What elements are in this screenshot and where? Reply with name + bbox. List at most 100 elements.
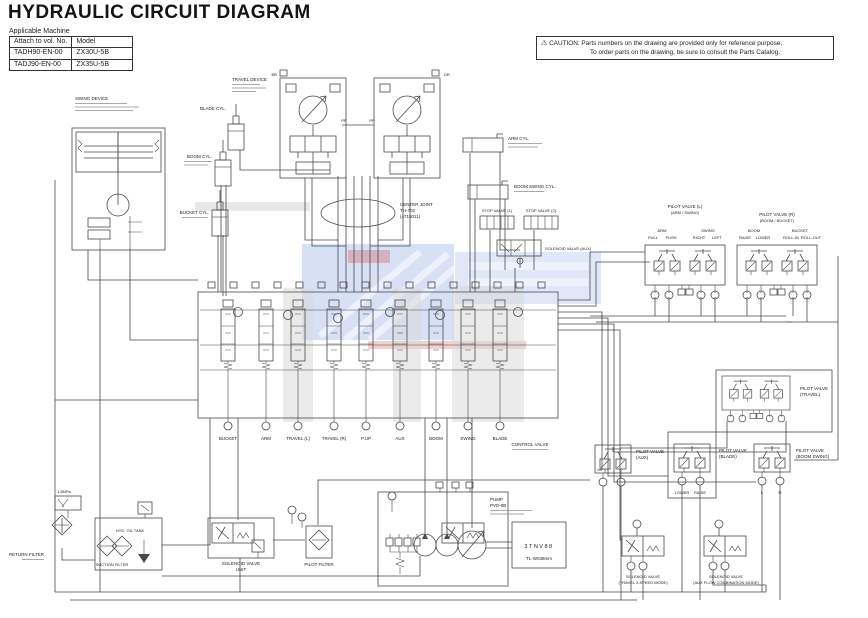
- pilot-valve-right-sub: (BOOM / BUCKET): [760, 218, 795, 223]
- arm-cylinder-label: ARM CYL.: [508, 136, 529, 141]
- spec-text-greeked: [508, 143, 542, 148]
- boom-swing-cylinder: BOOM SWING CYL.: [467, 180, 556, 200]
- blade-raise-label: RAISE: [694, 490, 706, 495]
- spec-text-greeked: [490, 510, 532, 515]
- caution-line1: Parts numbers on the drawing are provide…: [581, 40, 783, 47]
- travel-device-left: BR: [271, 69, 347, 179]
- blade-cylinder: BLADE CYL.: [200, 103, 245, 151]
- model-cell: ZX35U-5B: [71, 58, 134, 72]
- control-valve-label: CONTROL VALVE: [512, 442, 549, 447]
- direction-label: RAISE: [739, 235, 751, 240]
- air-breather-icon: [137, 501, 153, 518]
- pilot-filter: PILOT FILTER: [304, 525, 334, 567]
- page-title: HYDRAULIC CIRCUIT DIAGRAM: [8, 2, 311, 23]
- sv-aux-label: SOLENOID VALVE: [709, 574, 743, 579]
- engine-sub-label: TL-W038mm: [526, 556, 552, 561]
- direction-label: LOWER: [756, 235, 771, 240]
- section-label-blade: BLADE: [493, 436, 508, 441]
- solenoid-valve-aux-flow: SOLENOID VALVE (AUX FLOW COMBINATION MOD…: [693, 519, 760, 585]
- engine-box: 3TNV88 TL-W038mm: [511, 521, 567, 569]
- center-joint-label: CENTER JOINT: [400, 202, 433, 207]
- spec-text-greeked: [512, 449, 548, 450]
- blade-cylinder-label: BLADE CYL.: [200, 106, 226, 111]
- function-label-bucket: BUCKET: [792, 228, 809, 233]
- control-valve-pilot-caps: [233, 307, 523, 323]
- spec-text-greeked: [182, 217, 208, 218]
- pilot-valve-aux: PILOT VALVE (AUX): [595, 445, 664, 486]
- sv-aux-sub: (AUX FLOW COMBINATION MODE): [693, 580, 759, 585]
- pp-port-label: PP: [341, 118, 347, 123]
- pilot-valve-blade-sub: (BLADE): [719, 454, 737, 459]
- caution-prefix: CAUTION:: [549, 40, 580, 47]
- section-label-boom: BOOM: [429, 436, 443, 441]
- spec-text-greeked: [184, 161, 212, 166]
- stop-valve-1-label: STOP VALVE (1): [482, 208, 513, 213]
- pilot-valve-aux-title: PILOT VALVE: [636, 449, 664, 454]
- direction-label: LEFT: [712, 235, 722, 240]
- bucket-cylinder-label: BUCKET CYL.: [180, 210, 209, 215]
- control-valve-section-labels: BUCKET ARM TRAVEL (L) TRAVEL (R) P.UP AU…: [219, 436, 508, 441]
- pilot-valve-left: PILOT VALVE (L) (ARM / SWING) ARM SWING …: [645, 204, 725, 299]
- function-label-boom: BOOM: [748, 228, 760, 233]
- pump-relief-valves: [385, 534, 421, 574]
- aux-solenoid-valve: SOLENOID VALVE (AUX): [496, 239, 592, 265]
- bucket-cylinder: BUCKET CYL.: [180, 189, 229, 237]
- tank-assembly: 1.5MPa RETURN FILTER SUCTION FILTER HYD.…: [9, 489, 163, 571]
- table-row: TADH90-EN-00 ZX30U-5B: [8, 47, 134, 60]
- hydraulic-lines: [54, 124, 839, 601]
- section-label-swing: SWING: [460, 436, 476, 441]
- section-label-travel-l: TRAVEL (L): [286, 436, 310, 441]
- arm-cylinder: ARM CYL.: [462, 133, 542, 153]
- pilot-valve-boom-swing-title: PILOT VALVE: [796, 448, 824, 453]
- pilot-valve-left-title: PILOT VALVE (L): [668, 204, 703, 209]
- pp-port-label: PP: [369, 118, 375, 123]
- table-header-row: Attach to vol. No. Model: [8, 35, 134, 49]
- control-valve: BUCKET ARM TRAVEL (L) TRAVEL (R) P.UP AU…: [197, 281, 559, 450]
- stop-valve-1: STOP VALVE (1): [479, 208, 515, 230]
- pilot-filter-label: PILOT FILTER: [304, 562, 334, 567]
- breather-pressure-label: 1.5MPa: [57, 489, 72, 494]
- boom-cylinder: BOOM CYL.: [184, 139, 232, 187]
- travel-device-label: TRAVEL DEVICE: [232, 77, 267, 82]
- warning-icon: ⚠: [541, 40, 548, 47]
- column-header-model: Model: [71, 35, 134, 49]
- pilot-valve-aux-sub: (AUX): [636, 455, 649, 460]
- caution-line2: To order parts on the drawing, be sure t…: [589, 48, 781, 56]
- control-valve-bottom-ports: [223, 378, 505, 431]
- spec-text-greeked: [232, 84, 266, 92]
- pilot-valve-blade-title: PILOT VALVE: [719, 448, 747, 453]
- travel-device-label-block: TRAVEL DEVICE: [232, 77, 267, 92]
- table-row: TADJ90-EN-00 ZX35U-5B: [8, 58, 134, 72]
- section-label-travel-r: TRAVEL (R): [322, 436, 347, 441]
- pilot-valve-right: PILOT VALVE (R) (BOOM / BUCKET) BOOM BUC…: [737, 212, 822, 299]
- pilot-valve-travel-title: PILOT VALVE: [800, 386, 828, 391]
- solenoid-unit-label2: UNIT: [236, 567, 247, 572]
- pilot-valve-travel-sub: (TRAVEL): [800, 392, 821, 397]
- center-joint-part-no: (4715011): [400, 214, 421, 219]
- applicable-machine-table: Applicable Machine Attach to vol. No. Mo…: [8, 28, 134, 72]
- sv-travel-label: SOLENOID VALVE: [626, 574, 660, 579]
- pump-assembly: PUMP PVD-0B: [377, 481, 532, 587]
- stop-valve-2-label: STOP VALVE (2): [526, 208, 557, 213]
- watermark-logo: [302, 244, 601, 349]
- boom-cylinder-label: BOOM CYL.: [187, 154, 212, 159]
- pilot-valve-boom-swing-sub: (BOOM SWING): [796, 454, 830, 459]
- spec-text-greeked: [75, 103, 139, 111]
- boom-swing-cylinder-label: BOOM SWING CYL.: [514, 184, 556, 189]
- aux-solenoid-valve-label: SOLENOID VALVE (AUX): [545, 246, 592, 251]
- column-header-vol-no: Attach to vol. No.: [8, 35, 73, 49]
- page-header: HYDRAULIC CIRCUIT DIAGRAM: [8, 2, 311, 24]
- direction-label: ROLL-IN: [783, 235, 799, 240]
- vol-no-cell: TADJ90-EN-00: [8, 58, 73, 72]
- port-br-label: BR: [271, 72, 277, 77]
- pilot-valve-travel: PILOT VALVE (TRAVEL): [715, 369, 833, 433]
- boom-swing-left-label: L: [761, 490, 764, 495]
- pump-model: PVD-0B: [490, 503, 506, 508]
- solenoid-valve-unit: SOLENOID VALVE UNIT: [207, 505, 485, 572]
- center-joint: CENTER JOINT TH-702 (4715011): [320, 198, 433, 228]
- pump-label: PUMP: [490, 497, 503, 502]
- solenoid-valve-travel-speed: SOLENOID VALVE (TRAVEL 2-SPEED MODE): [618, 519, 668, 585]
- pilot-valve-blade: LOWER RAISE PILOT VALVE (BLADE): [667, 431, 747, 499]
